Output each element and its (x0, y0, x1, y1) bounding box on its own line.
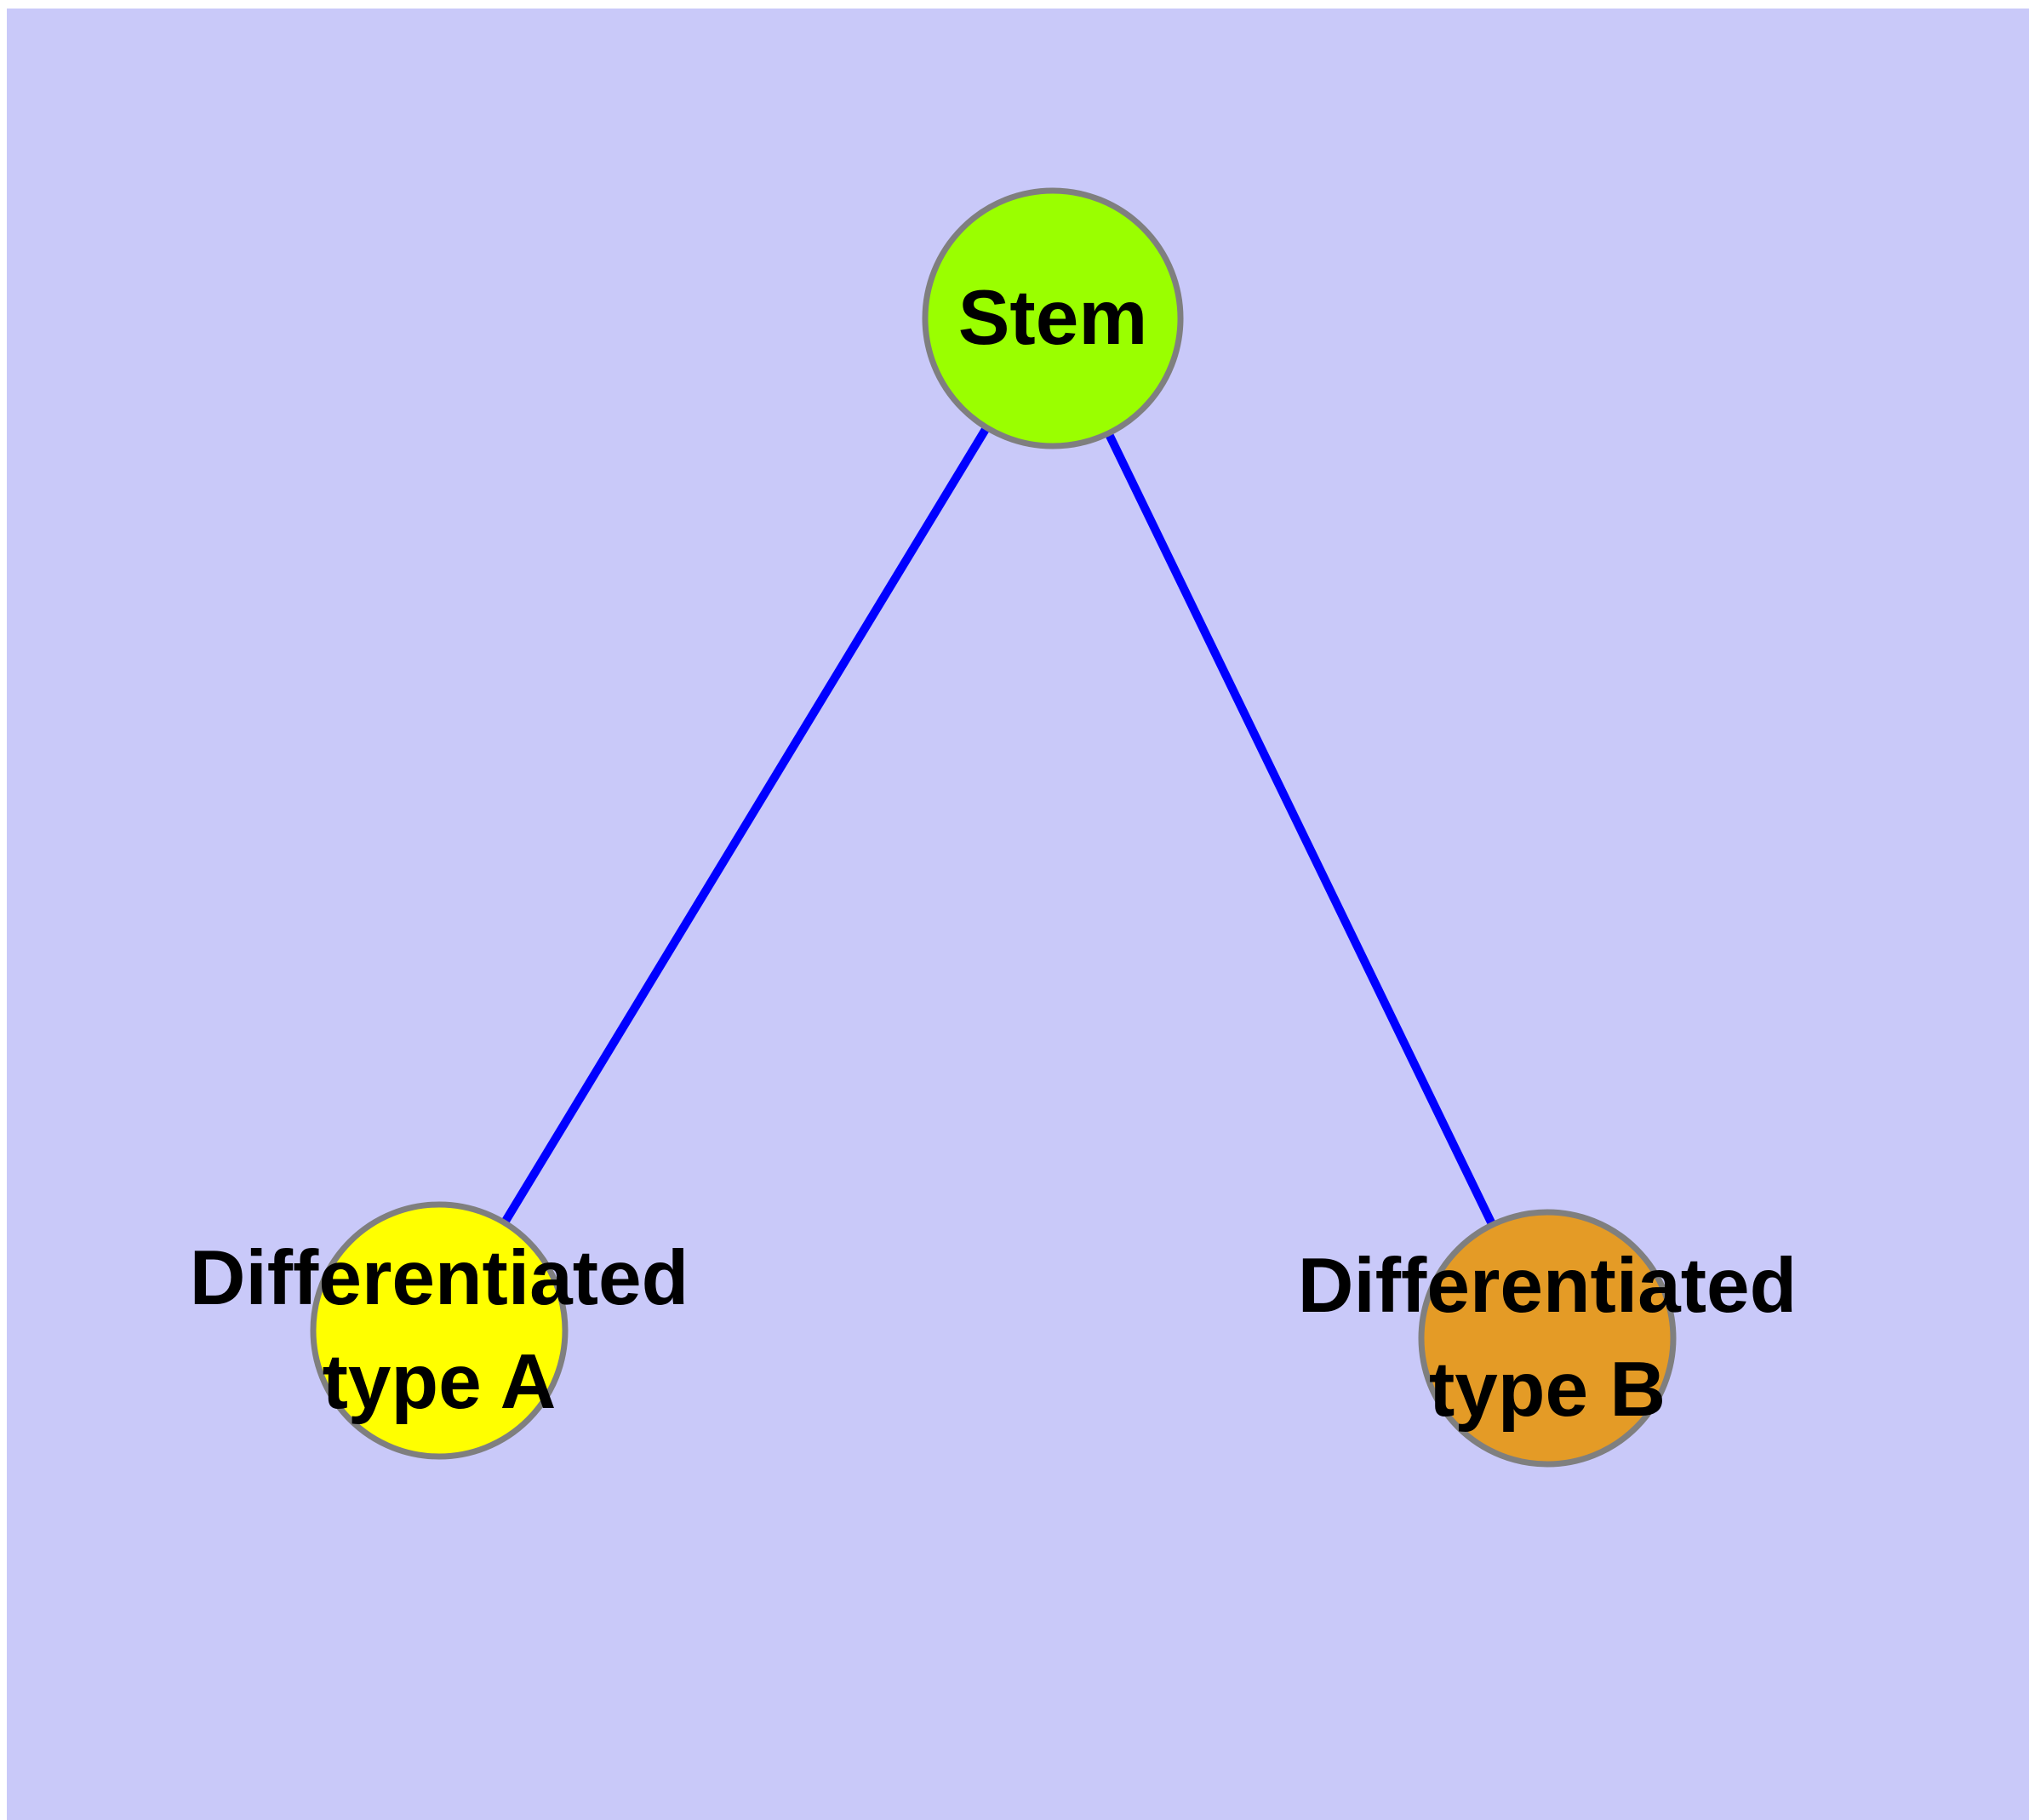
diagram-canvas: Stem Differentiated type A Differentiate… (7, 9, 2029, 1820)
graph-svg (310, 187, 1677, 1468)
edge-stem-to-type-a (435, 316, 1057, 1333)
node-type-a-circle (310, 1201, 569, 1460)
edge-stem-to-type-b (1049, 316, 1552, 1341)
node-stem-circle (922, 187, 1184, 449)
node-type-b-circle (1418, 1209, 1677, 1468)
